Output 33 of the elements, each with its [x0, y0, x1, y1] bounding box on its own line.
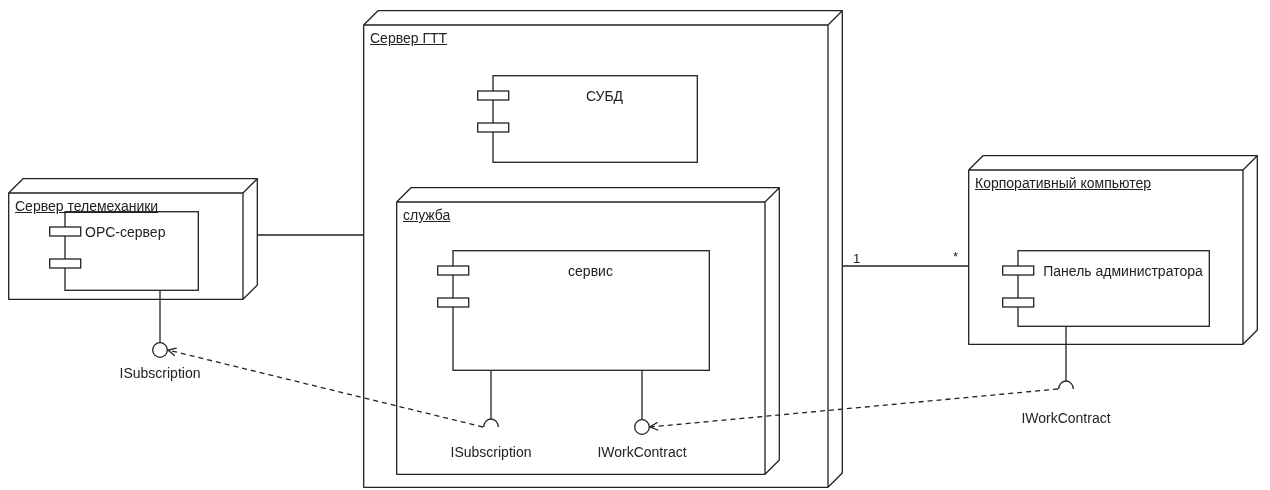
- connector-line: [159, 290, 161, 343]
- component-name: Панель администратора: [1042, 262, 1204, 281]
- component-box: [1002, 250, 1210, 327]
- required-interface-socket: [483, 419, 499, 427]
- interface-label: IWorkContract: [1021, 410, 1111, 426]
- component-box: [477, 75, 698, 163]
- connector-line: [1065, 326, 1067, 382]
- interface-label: ISubscription: [119, 365, 201, 381]
- deployment-node: [363, 10, 843, 488]
- component-name: сервис: [567, 262, 614, 281]
- multiplicity-label: 1: [853, 251, 861, 266]
- deployment-node: [968, 155, 1258, 345]
- node-title: служба: [403, 207, 451, 223]
- connector-line: [490, 370, 492, 420]
- component-name: СУБД: [584, 87, 625, 106]
- node-title: Сервер ГТТ: [370, 30, 448, 46]
- connector-line: [257, 234, 364, 236]
- connector-line: [641, 370, 643, 420]
- multiplicity-label: *: [953, 249, 959, 264]
- component-name: OPC-сервер: [85, 223, 166, 242]
- deployment-node: [8, 178, 258, 300]
- node-title: Сервер телемеханики: [15, 198, 159, 214]
- required-interface-socket: [1058, 381, 1074, 389]
- node-title: Корпоративный компьютер: [975, 175, 1152, 191]
- deployment-node: [396, 187, 780, 475]
- dependency-arrow: [167, 347, 484, 428]
- provided-interface-circle: [634, 419, 650, 435]
- provided-interface-circle: [152, 342, 168, 358]
- interface-label: IWorkContract: [597, 444, 687, 460]
- connector-line: [842, 265, 969, 267]
- component-box: [437, 250, 710, 371]
- dependency-arrow: [649, 388, 1059, 431]
- interface-label: ISubscription: [450, 444, 532, 460]
